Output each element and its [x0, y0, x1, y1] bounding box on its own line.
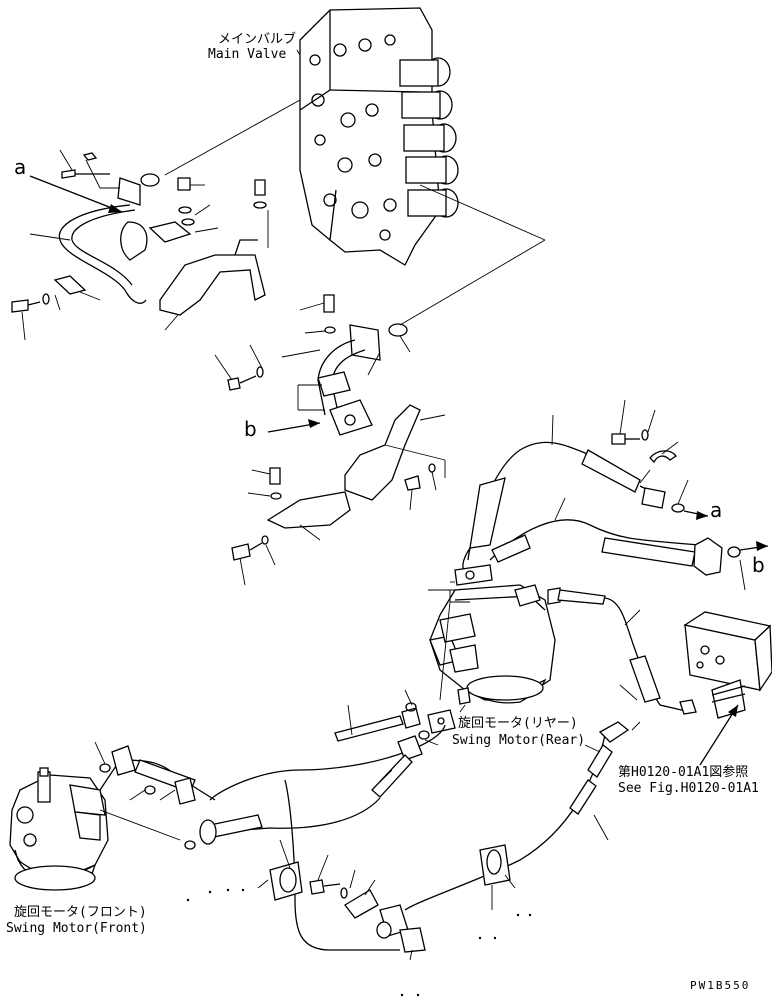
rear-hose-leaders [619, 609, 641, 731]
swing-motor-front [9, 767, 109, 891]
mounting-bracket-left [159, 179, 269, 316]
valve-leader-lines [164, 49, 546, 326]
bottom-clamps [269, 844, 511, 953]
reference-label-jp: 第H0120-01A1図参照 [618, 765, 749, 780]
ref-arrow [699, 704, 739, 766]
arrow-a-inbound-left [29, 175, 123, 213]
swing-motor-rear [427, 564, 561, 734]
lower-hose-leaders [347, 689, 609, 841]
reference-label-en: See Fig.H0120-01A1 [618, 781, 759, 796]
valve-spools [399, 57, 459, 218]
bracket-leaders [239, 414, 446, 586]
arrow-b-inbound [267, 419, 321, 433]
swing-motor-front-label-jp: 旋回モータ(フロント) [14, 905, 147, 920]
clamp-leaders [257, 839, 516, 961]
lower-hoses [199, 702, 630, 951]
marker-b-middle: b [244, 417, 257, 441]
marker-a-right: a [710, 498, 723, 522]
valve-ports [309, 34, 397, 241]
swing-motor-rear-label-en: Swing Motor(Rear) [452, 733, 586, 748]
manifold-block [683, 611, 772, 719]
upper-left-leaders [21, 149, 219, 341]
motor-rear-leaders [428, 581, 470, 713]
drawing-dots [186, 888, 532, 997]
arrow-b-outbound [739, 541, 769, 551]
main-valve-label-en: Main Valve [208, 47, 287, 62]
swing-motor-front-label-en: Swing Motor(Front) [6, 921, 147, 936]
upper-left-pipe [11, 152, 195, 313]
upper-right-hoses [462, 429, 741, 576]
middle-elbow-pipe [227, 294, 408, 436]
main-valve [299, 7, 459, 266]
upper-right-leaders [551, 399, 746, 591]
marker-a-left: a [14, 155, 27, 179]
arrow-a-outbound [683, 510, 709, 520]
marker-b-right: b [752, 553, 765, 577]
drawing-number: PW1B550 [690, 979, 751, 992]
main-valve-label-jp: メインバルブ [218, 32, 297, 47]
mounting-bracket-middle [231, 404, 436, 561]
rear-motor-hose [557, 589, 697, 715]
front-motor-pipes [99, 745, 216, 850]
middle-leaders [214, 302, 411, 411]
swing-motor-rear-label-jp: 旋回モータ(リヤー) [458, 716, 578, 731]
front-motor-leaders [94, 741, 181, 841]
